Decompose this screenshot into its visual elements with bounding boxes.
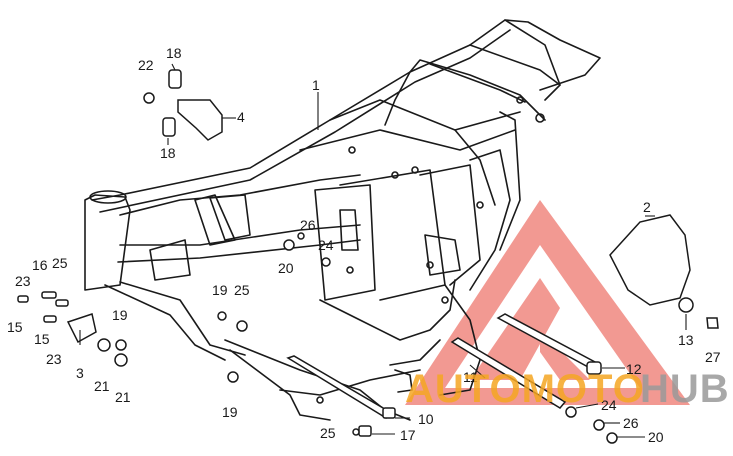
bolt-17 bbox=[358, 425, 372, 437]
nut-19-lower bbox=[227, 371, 239, 383]
callout-19-center: 19 bbox=[212, 282, 228, 298]
callout-11: 11 bbox=[463, 369, 478, 385]
leader-lines bbox=[79, 63, 687, 438]
nut-19-center bbox=[217, 311, 227, 321]
bolt-23-top bbox=[17, 295, 29, 303]
callout-25-center: 25 bbox=[234, 282, 250, 298]
nut-19-left bbox=[115, 339, 127, 351]
callout-17: 17 bbox=[400, 427, 416, 443]
watermark-brand-part2: HUB bbox=[640, 367, 730, 411]
collar-18-top bbox=[168, 69, 182, 89]
washer-21-b bbox=[114, 353, 128, 367]
plate-3 bbox=[66, 313, 97, 344]
callout-22: 22 bbox=[138, 57, 154, 73]
callout-15-b: 15 bbox=[34, 331, 50, 347]
bolt-25-left bbox=[55, 299, 69, 307]
callout-21-a: 21 bbox=[94, 378, 110, 394]
nut-20 bbox=[606, 432, 618, 444]
shaft-11 bbox=[450, 337, 567, 409]
callout-18-top: 18 bbox=[166, 45, 182, 61]
callout-25-left: 25 bbox=[52, 255, 68, 271]
washer-24-center bbox=[321, 257, 331, 267]
callout-12: 12 bbox=[626, 361, 642, 377]
callout-21-b: 21 bbox=[115, 389, 131, 405]
bracket-4 bbox=[177, 99, 223, 141]
side-cover-2 bbox=[609, 214, 691, 306]
bolt-16 bbox=[41, 291, 57, 299]
callout-4: 4 bbox=[237, 109, 245, 125]
nut-12 bbox=[586, 361, 602, 375]
bushing-13 bbox=[678, 297, 694, 313]
washer-21-a bbox=[97, 338, 111, 352]
callout-1: 1 bbox=[312, 77, 320, 93]
nut-26 bbox=[593, 419, 605, 431]
watermark-text: AUTOMOTO HUB bbox=[405, 367, 730, 411]
bolt-25 bbox=[352, 428, 360, 436]
callout-24-lower: 24 bbox=[601, 397, 617, 413]
callout-3: 3 bbox=[76, 365, 84, 381]
watermark-brand-part1: AUTOMOTO bbox=[405, 367, 645, 411]
callout-19-right: 19 bbox=[112, 307, 128, 323]
nut-10 bbox=[382, 407, 396, 419]
callout-2: 2 bbox=[643, 199, 651, 215]
callout-26-center: 26 bbox=[300, 217, 316, 233]
callout-20-center: 20 bbox=[278, 260, 294, 276]
bolt-27 bbox=[706, 317, 719, 329]
washer-24 bbox=[565, 406, 577, 418]
nut-20-center bbox=[283, 239, 295, 251]
callout-24-center: 24 bbox=[318, 237, 334, 253]
callout-19-lower: 19 bbox=[222, 404, 238, 420]
callout-25-lower: 25 bbox=[320, 425, 336, 441]
callout-15-a: 15 bbox=[7, 319, 23, 335]
nut-22 bbox=[143, 92, 155, 104]
bolt-15 bbox=[43, 315, 57, 323]
callout-10: 10 bbox=[418, 411, 434, 427]
callout-labels: 1 2 3 4 10 11 12 13 15 15 16 17 18 18 19… bbox=[7, 45, 721, 445]
nut-25-center bbox=[236, 320, 248, 332]
callout-13: 13 bbox=[678, 332, 694, 348]
callout-23-bottom: 23 bbox=[46, 351, 62, 367]
callout-23-top: 23 bbox=[15, 273, 31, 289]
callout-18-bottom: 18 bbox=[160, 145, 176, 161]
nut-26-center bbox=[297, 232, 305, 240]
callout-16: 16 bbox=[32, 257, 48, 273]
callout-20-lower: 20 bbox=[648, 429, 664, 445]
parts-group bbox=[17, 69, 719, 444]
callout-26-lower: 26 bbox=[623, 415, 639, 431]
shaft-10 bbox=[286, 355, 392, 420]
collar-18-bottom bbox=[162, 117, 176, 137]
callout-27: 27 bbox=[705, 349, 721, 365]
